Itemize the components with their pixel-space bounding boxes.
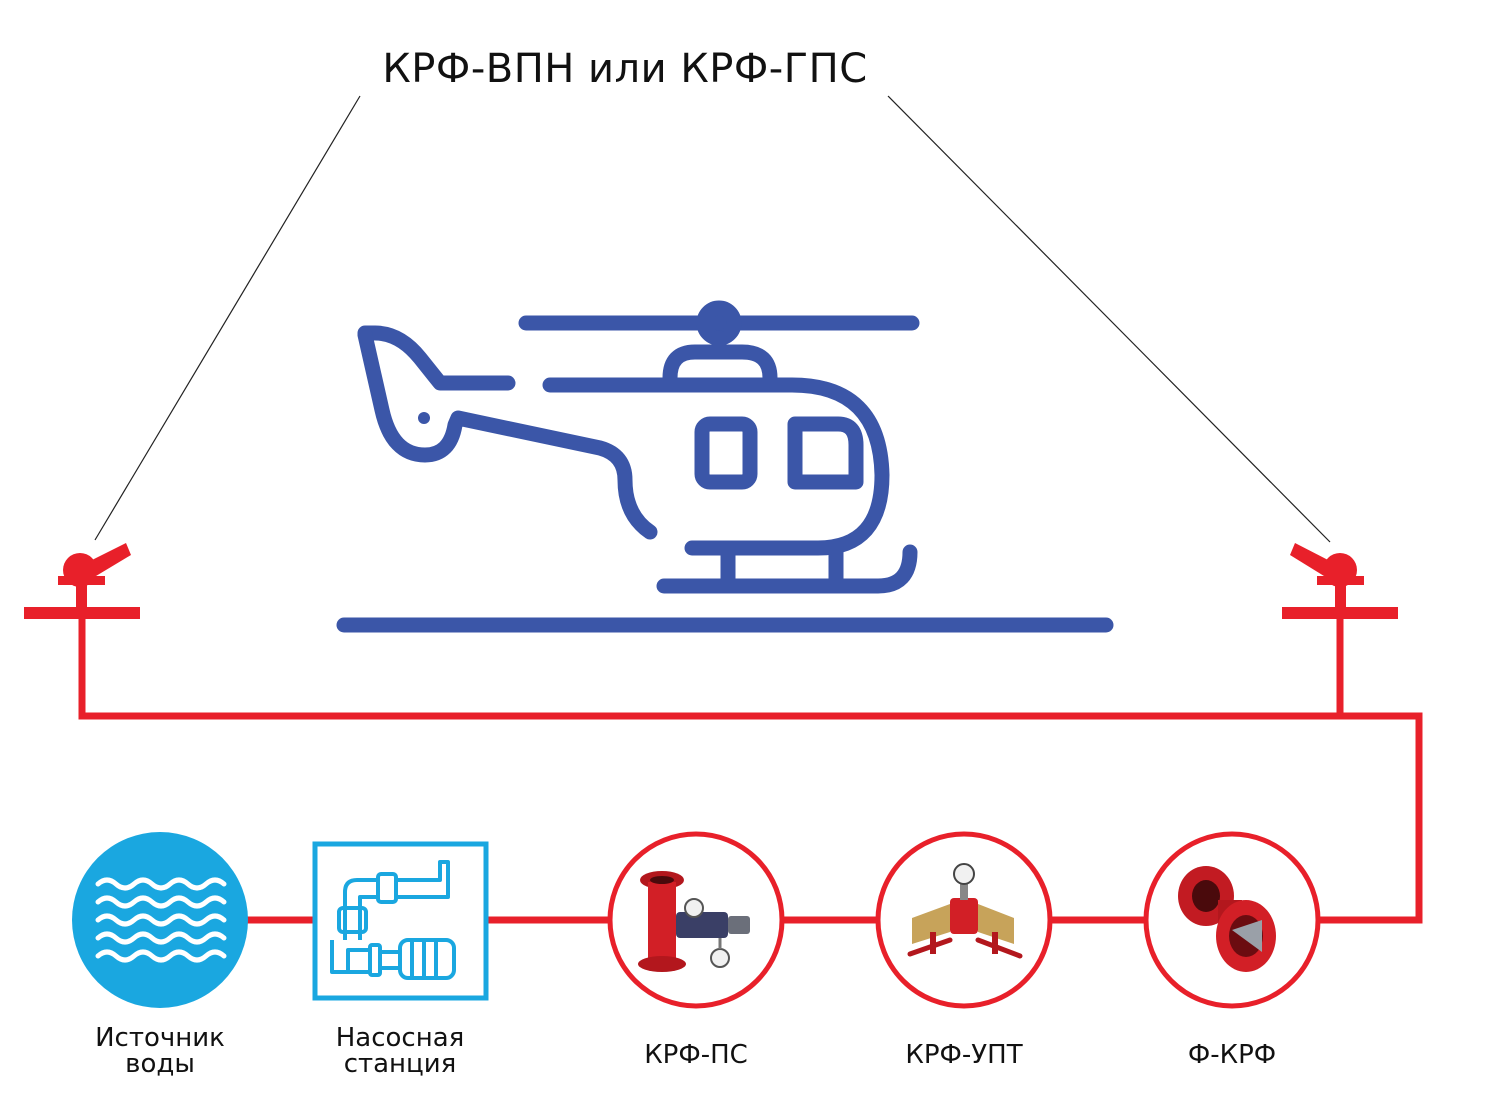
fire-monitor-left: [24, 543, 140, 619]
label-krf-ps: КРФ-ПС: [644, 1040, 748, 1070]
f-krf-node: [1143, 831, 1321, 1009]
water-source-node: [72, 832, 248, 1008]
diagram-title: КРФ-ВПН или КРФ-ГПС: [382, 46, 868, 92]
label-water-source-line2: воды: [125, 1049, 195, 1079]
pipeline: [78, 618, 1423, 924]
krf-ps-node: [607, 831, 785, 1009]
label-water-source: Источник воды: [40, 1025, 280, 1077]
helicopter-icon: [336, 300, 1114, 633]
flange-filter-icon: [1178, 866, 1276, 972]
label-water-source-line1: Источник: [95, 1023, 225, 1053]
krf-upt-node: [875, 831, 1053, 1009]
pump-station-icon: [330, 860, 456, 980]
fire-monitor-right: [1282, 543, 1398, 619]
valve-assembly-icon: [638, 871, 750, 972]
label-pump-station-line2: станция: [343, 1049, 457, 1079]
label-f-krf: Ф-КРФ: [1187, 1040, 1277, 1070]
label-pump-station-line1: Насосная: [335, 1023, 465, 1053]
label-pump-station: Насосная станция: [280, 1025, 520, 1077]
pump-station-node: [312, 841, 489, 1001]
callout-line-left: [94, 95, 361, 541]
callout-line-right: [887, 95, 1331, 543]
gauge-valve-icon: [907, 863, 1023, 959]
label-krf-upt: КРФ-УПТ: [905, 1040, 1023, 1070]
water-waves-icon: [95, 877, 227, 963]
